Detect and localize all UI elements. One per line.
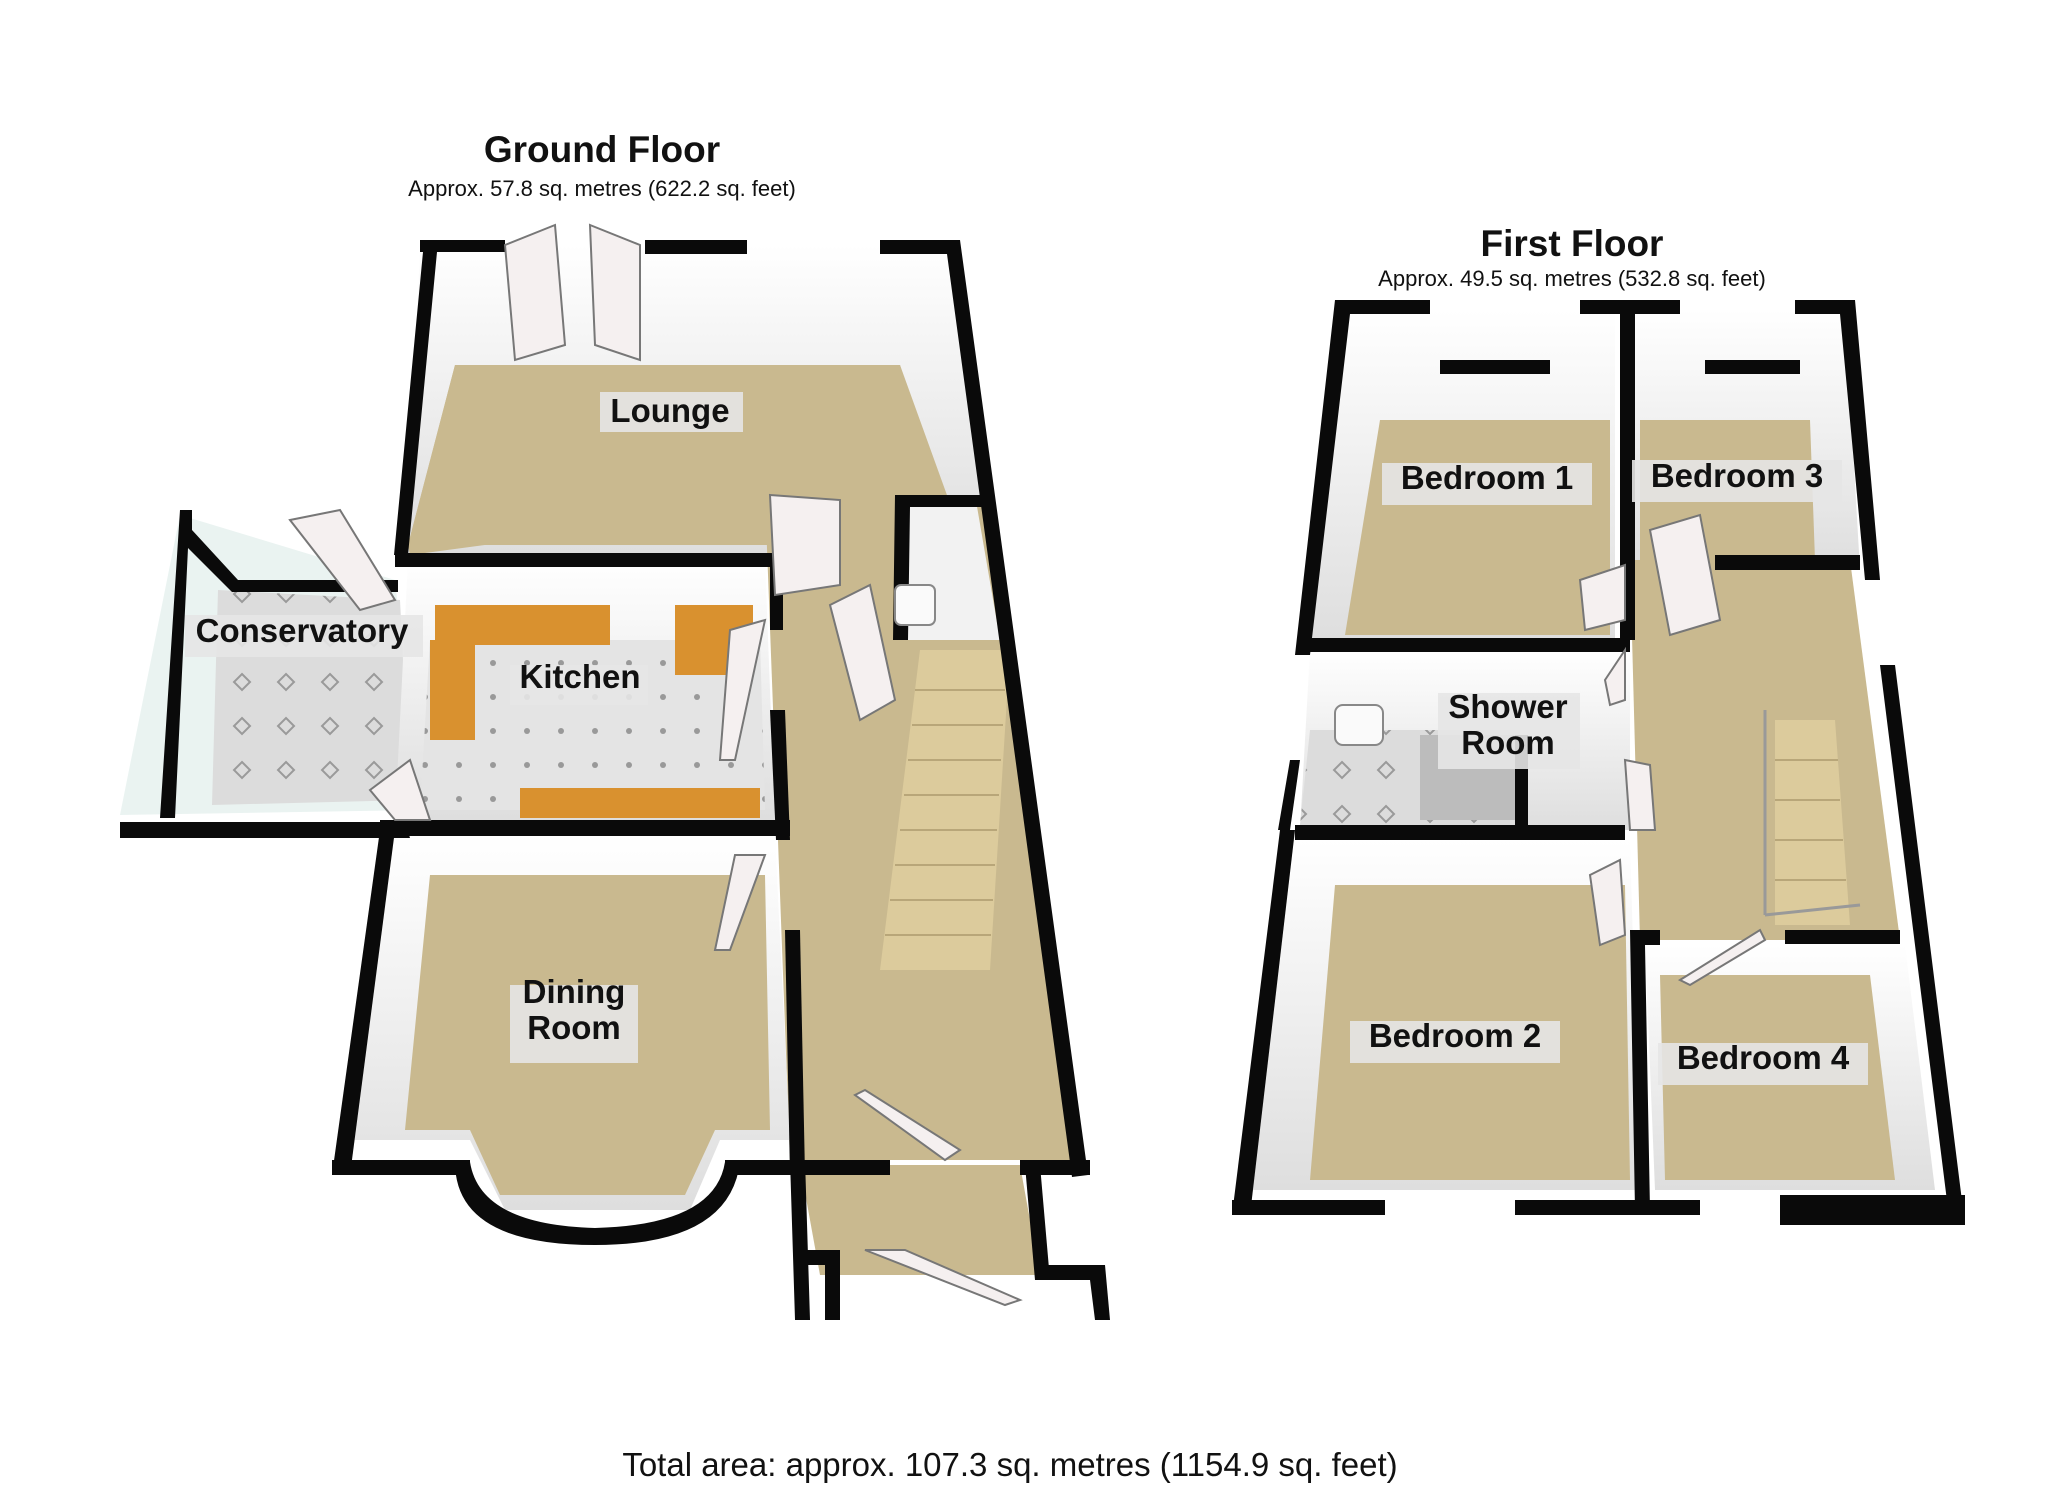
dining-room-label-line1: Dining	[523, 973, 626, 1010]
kitchen-label: Kitchen	[519, 658, 640, 695]
ground-walls	[120, 240, 1110, 1320]
lounge-label: Lounge	[610, 392, 729, 429]
bedroom-2	[1250, 840, 1640, 1190]
conservatory-label: Conservatory	[196, 612, 409, 649]
first-stairs	[1775, 720, 1850, 925]
kitchen-sink-counter	[430, 640, 475, 740]
kitchen-worktop	[435, 605, 610, 645]
bedroom-1-label: Bedroom 1	[1401, 459, 1573, 496]
ground-stairs	[880, 650, 1010, 970]
bedroom-2-label: Bedroom 2	[1369, 1017, 1541, 1054]
first-floor-title: First Floor	[1481, 223, 1664, 264]
ground-floor-plan	[120, 223, 1110, 1320]
first-floor-area: Approx. 49.5 sq. metres (532.8 sq. feet)	[1378, 266, 1766, 291]
first-doors	[1578, 513, 1767, 987]
first-walls	[1232, 300, 1965, 1225]
ground-floor-title: Ground Floor	[484, 129, 720, 170]
ground-toilet-icon	[894, 584, 936, 626]
shower-room-label-line2: Room	[1461, 724, 1555, 761]
dining-room-label-line2: Room	[527, 1009, 621, 1046]
ground-floor-area: Approx. 57.8 sq. metres (622.2 sq. feet)	[408, 176, 796, 201]
label-backgrounds	[185, 392, 1868, 1085]
first-floor-plan	[1232, 300, 1965, 1225]
total-area: Total area: approx. 107.3 sq. metres (11…	[622, 1446, 1397, 1483]
porch	[800, 1165, 1040, 1275]
shower-room-label-line1: Shower	[1448, 688, 1567, 725]
first-toilet-icon	[1334, 704, 1384, 746]
ground-doors	[288, 223, 1023, 1307]
bedroom-4-label: Bedroom 4	[1677, 1039, 1850, 1076]
bedroom-3-label: Bedroom 3	[1651, 457, 1823, 494]
kitchen-worktop-bottom	[520, 788, 760, 818]
kitchen-room	[395, 560, 775, 820]
stair-banister	[1763, 710, 1861, 917]
